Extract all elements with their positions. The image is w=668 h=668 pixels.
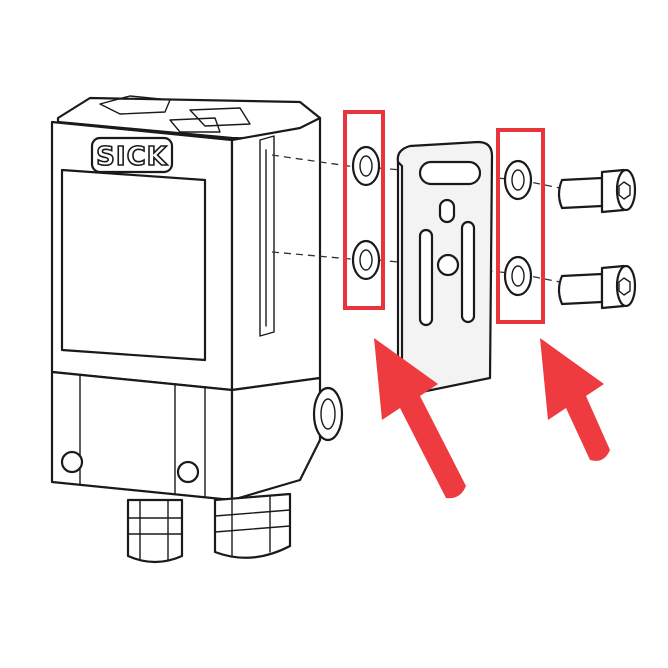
sensor-body: SICK (50, 95, 344, 564)
bracket-hole (436, 253, 460, 277)
side-connector-inner (320, 398, 336, 430)
brand-logo-badge (90, 136, 174, 174)
sensor-window (60, 168, 207, 362)
brand-logo: SICK (96, 142, 168, 172)
bracket-slot-right (460, 220, 476, 324)
screw-top (557, 168, 637, 214)
sensor-side-slot (259, 135, 275, 337)
bottom-connector-right (213, 492, 292, 559)
washers-left (351, 145, 381, 281)
sensor-side-face (230, 116, 322, 392)
washers-right (503, 159, 533, 297)
arrow-left-icon (374, 338, 466, 499)
bracket-slot-top (418, 160, 482, 186)
mount-hole-right (176, 460, 200, 484)
highlight-box-left (343, 110, 385, 310)
bracket-slot-small (438, 198, 456, 224)
sensor-top-connector (169, 117, 221, 133)
sensor-top-details (99, 95, 251, 127)
bracket-slot-left (418, 228, 434, 327)
mounting-bracket (396, 140, 494, 398)
mount-hole-left (60, 450, 84, 474)
side-connector (312, 386, 344, 442)
bottom-connector-left (126, 498, 184, 564)
highlight-box-right (496, 128, 545, 324)
sensor-lower-side (230, 376, 322, 502)
arrow-right-icon (540, 338, 610, 461)
screw-bottom (557, 264, 637, 310)
